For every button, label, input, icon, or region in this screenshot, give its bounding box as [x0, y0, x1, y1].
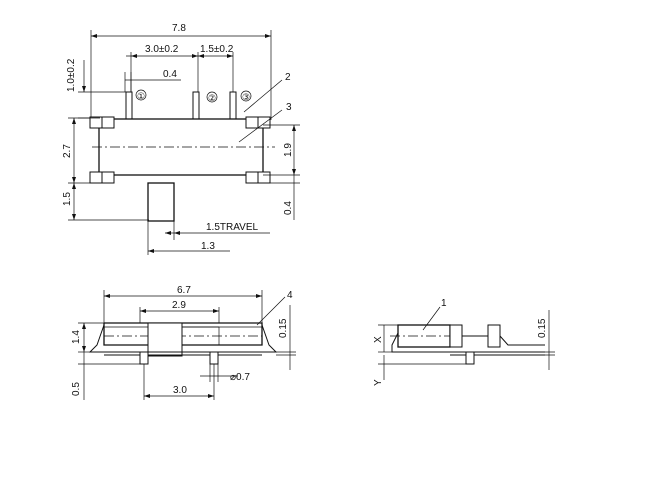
dim-actuator-width: 1.3: [201, 241, 215, 252]
dim-body-height: 2.7: [62, 144, 73, 158]
pin-label-3: ③: [242, 92, 250, 102]
pin-label-2: ②: [208, 93, 216, 103]
dim-standoff: 0.5: [71, 382, 82, 396]
dim-y: Y: [373, 379, 384, 386]
callout-4: 4: [287, 290, 293, 301]
front-view: 6.7 2.9 4 1.4 0.5: [71, 285, 296, 400]
dim-side-lead-thickness: 0.15: [537, 318, 548, 338]
dim-pin-pitch-2-3: 1.5±0.2: [200, 44, 234, 55]
dim-front-lead-thickness: 0.15: [278, 318, 289, 338]
dim-pin-pitch-1-2: 3.0±0.2: [145, 44, 179, 55]
callout-3: 3: [286, 102, 292, 113]
dim-post-diameter: ⌀0.7: [230, 372, 250, 383]
dim-slot-width: 2.9: [172, 300, 186, 311]
dim-actuator-height: 1.5: [62, 192, 73, 206]
side-view: 1 X Y 0.15: [373, 298, 555, 386]
dim-inner-height: 1.9: [283, 143, 294, 157]
pin-label-1: ①: [137, 91, 145, 101]
dim-pin-height: 1.0±0.2: [66, 58, 77, 92]
dim-actuator-offset: 0.4: [283, 201, 294, 215]
dim-post-pitch: 3.0: [173, 385, 187, 396]
dim-overall-width: 7.8: [172, 23, 186, 34]
callout-2: 2: [285, 72, 291, 83]
dim-front-body-height: 1.4: [71, 330, 82, 344]
top-view: 7.8 3.0±0.2 1.5±0.2 0.4 1.0±0.2 ① ② ③: [62, 23, 300, 255]
callout-1: 1: [441, 298, 447, 309]
dim-travel: 1.5TRAVEL: [206, 222, 258, 233]
dim-x: X: [373, 336, 384, 343]
dim-pin-width: 0.4: [163, 69, 177, 80]
dim-front-overall-width: 6.7: [177, 285, 191, 296]
